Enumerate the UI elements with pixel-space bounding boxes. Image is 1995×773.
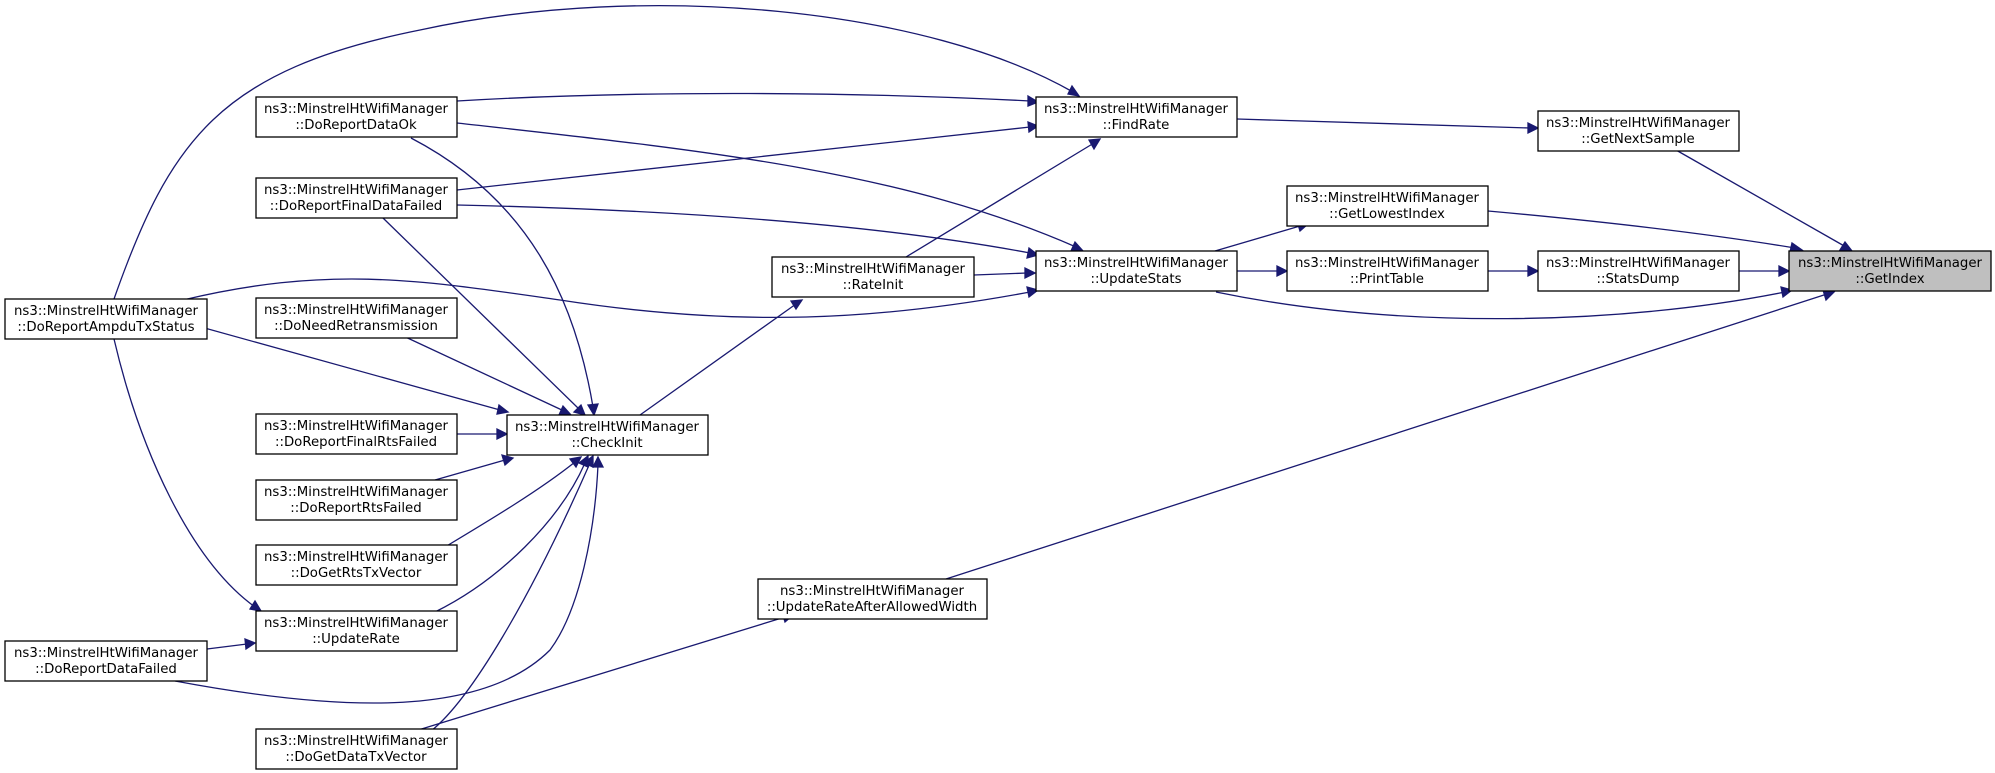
edge-findrate-to-getnextsample <box>1236 118 1540 135</box>
node-updatestats[interactable]: ns3::MinstrelHtWifiManager ::UpdateStats <box>1035 250 1238 292</box>
node-doreportampdutxstatus-line1: ns3::MinstrelHtWifiManager <box>14 304 199 319</box>
node-updaterateafterallowedwidth[interactable]: ns3::MinstrelHtWifiManager ::UpdateRateA… <box>757 578 988 620</box>
node-dogetdatatxvector-line1: ns3::MinstrelHtWifiManager <box>264 734 449 749</box>
edge-doreportfinaldatafailed-to-checkinit <box>382 217 587 416</box>
node-statsdump-line1: ns3::MinstrelHtWifiManager <box>1546 256 1731 271</box>
node-getnextsample-line2: ::GetNextSample <box>1581 132 1695 147</box>
edge-doreportdatafailed-to-updaterate <box>206 637 257 651</box>
node-doreportdataok[interactable]: ns3::MinstrelHtWifiManager ::DoReportDat… <box>255 96 458 138</box>
node-doreportfinaldatafailed[interactable]: ns3::MinstrelHtWifiManager ::DoReportFin… <box>255 177 458 219</box>
node-findrate[interactable]: ns3::MinstrelHtWifiManager ::FindRate <box>1035 96 1238 138</box>
node-printtable-line1: ns3::MinstrelHtWifiManager <box>1295 256 1480 271</box>
node-updatestats-line1: ns3::MinstrelHtWifiManager <box>1044 256 1229 271</box>
edge-doreportampdutxstatus-to-checkinit <box>182 321 510 415</box>
edge-rateinit-to-updatestats <box>973 266 1037 280</box>
node-doreportdatafailed-line1: ns3::MinstrelHtWifiManager <box>14 646 199 661</box>
node-doreportdataok-line1: ns3::MinstrelHtWifiManager <box>264 102 449 117</box>
node-getlowestindex-line2: ::GetLowestIndex <box>1329 207 1445 222</box>
node-updatestats-line2: ::UpdateStats <box>1090 272 1181 287</box>
node-rateinit-line2: ::RateInit <box>843 278 904 293</box>
edge-checkinit-to-rateinit <box>639 299 804 416</box>
node-printtable[interactable]: ns3::MinstrelHtWifiManager ::PrintTable <box>1286 250 1489 292</box>
edge-doreportdataok-to-updatestats <box>456 122 1085 252</box>
node-doneedretransmission-line1: ns3::MinstrelHtWifiManager <box>264 303 449 318</box>
node-getindex[interactable]: ns3::MinstrelHtWifiManager ::GetIndex <box>1788 250 1992 292</box>
edge-getnextsample-to-getindex <box>1675 149 1854 252</box>
node-checkinit-line1: ns3::MinstrelHtWifiManager <box>515 420 700 435</box>
node-dogetrtstxvector-line2: ::DoGetRtsTxVector <box>291 566 422 581</box>
node-getindex-line2: ::GetIndex <box>1855 272 1924 287</box>
edge-doneedretransmission-to-checkinit <box>398 333 573 416</box>
edge-getlowestindex-to-getindex <box>1487 210 1804 253</box>
edge-doreportampdutxstatus-to-updatestats <box>182 278 1040 319</box>
edge-doreportfinalrtsfailed-to-checkinit <box>457 427 509 441</box>
node-doneedretransmission[interactable]: ns3::MinstrelHtWifiManager ::DoNeedRetra… <box>255 297 458 339</box>
node-doreportrtsfailed-line1: ns3::MinstrelHtWifiManager <box>264 485 449 500</box>
node-checkinit-line2: ::CheckInit <box>571 436 642 451</box>
edge-statsdump-to-getindex <box>1739 264 1791 278</box>
node-doreportfinaldatafailed-line2: ::DoReportFinalDataFailed <box>270 199 442 214</box>
edge-updatestats-to-printtable <box>1237 264 1289 278</box>
edge-dogetrtstxvector-to-checkinit <box>444 456 583 548</box>
node-findrate-line1: ns3::MinstrelHtWifiManager <box>1044 102 1229 117</box>
edge-doreportdataok-to-checkinit <box>410 137 599 417</box>
node-updaterate[interactable]: ns3::MinstrelHtWifiManager ::UpdateRate <box>255 610 458 652</box>
node-doreportrtsfailed[interactable]: ns3::MinstrelHtWifiManager ::DoReportRts… <box>255 479 458 521</box>
node-statsdump-line2: ::StatsDump <box>1597 272 1680 287</box>
edge-dogetdatatxvector-to-checkinit <box>430 454 594 732</box>
node-findrate-line2: ::FindRate <box>1103 118 1170 133</box>
edge-updaterate-to-checkinit <box>434 454 589 613</box>
node-doreportampdutxstatus-line2: ::DoReportAmpduTxStatus <box>17 320 194 335</box>
edges <box>113 4 1854 732</box>
node-getnextsample-line1: ns3::MinstrelHtWifiManager <box>1546 116 1731 131</box>
node-printtable-line2: ::PrintTable <box>1350 272 1424 287</box>
node-dogetrtstxvector[interactable]: ns3::MinstrelHtWifiManager ::DoGetRtsTxV… <box>255 544 458 586</box>
node-doreportfinalrtsfailed-line2: ::DoReportFinalRtsFailed <box>275 435 437 450</box>
edge-updaterateafterallowedwidth-to-getindex <box>945 289 1836 580</box>
node-rateinit-line1: ns3::MinstrelHtWifiManager <box>781 262 966 277</box>
node-checkinit[interactable]: ns3::MinstrelHtWifiManager ::CheckInit <box>506 414 709 456</box>
node-doreportdatafailed-line2: ::DoReportDataFailed <box>35 662 177 677</box>
node-updaterateafterallowedwidth-line1: ns3::MinstrelHtWifiManager <box>780 584 965 599</box>
edge-doreportfinaldatafailed-to-updatestats <box>456 204 1040 259</box>
node-doreportdataok-line2: ::DoReportDataOk <box>295 118 417 133</box>
node-getnextsample[interactable]: ns3::MinstrelHtWifiManager ::GetNextSamp… <box>1537 110 1740 152</box>
node-doreportfinalrtsfailed[interactable]: ns3::MinstrelHtWifiManager ::DoReportFin… <box>255 413 458 455</box>
edge-doreportampdutxstatus-to-findrate <box>113 4 1081 300</box>
node-doreportfinalrtsfailed-line1: ns3::MinstrelHtWifiManager <box>264 419 449 434</box>
edge-doreportrtsfailed-to-checkinit <box>434 454 515 481</box>
node-doneedretransmission-line2: ::DoNeedRetransmission <box>274 319 438 334</box>
node-updaterate-line1: ns3::MinstrelHtWifiManager <box>264 616 449 631</box>
node-dogetrtstxvector-line1: ns3::MinstrelHtWifiManager <box>264 550 449 565</box>
node-rateinit[interactable]: ns3::MinstrelHtWifiManager ::RateInit <box>771 256 975 298</box>
node-getlowestindex[interactable]: ns3::MinstrelHtWifiManager ::GetLowestIn… <box>1286 185 1489 227</box>
edge-printtable-to-statsdump <box>1488 264 1540 278</box>
node-doreportdatafailed[interactable]: ns3::MinstrelHtWifiManager ::DoReportDat… <box>4 640 208 682</box>
edge-doreportdataok-to-findrate <box>456 92 1040 107</box>
node-getlowestindex-line1: ns3::MinstrelHtWifiManager <box>1295 191 1480 206</box>
node-updaterateafterallowedwidth-line2: ::UpdateRateAfterAllowedWidth <box>767 600 977 615</box>
node-statsdump[interactable]: ns3::MinstrelHtWifiManager ::StatsDump <box>1537 250 1740 292</box>
edge-updatestats-to-getindex <box>1215 286 1794 320</box>
edge-doreportampdutxstatus-to-updaterate <box>113 338 263 612</box>
nodes: ns3::MinstrelHtWifiManager ::GetIndex ns… <box>4 96 1992 770</box>
node-getindex-line1: ns3::MinstrelHtWifiManager <box>1798 256 1983 271</box>
node-dogetdatatxvector-line2: ::DoGetDataTxVector <box>285 750 427 765</box>
edge-dogetdatatxvector-to-updaterateafterallowedwidth <box>414 611 795 732</box>
edge-doreportdatafailed-to-checkinit <box>174 455 605 704</box>
node-updaterate-line2: ::UpdateRate <box>312 632 400 647</box>
node-doreportrtsfailed-line2: ::DoReportRtsFailed <box>290 501 421 516</box>
node-dogetdatatxvector[interactable]: ns3::MinstrelHtWifiManager ::DoGetDataTx… <box>255 728 458 770</box>
node-doreportfinaldatafailed-line1: ns3::MinstrelHtWifiManager <box>264 183 449 198</box>
node-doreportampdutxstatus[interactable]: ns3::MinstrelHtWifiManager ::DoReportAmp… <box>4 298 208 340</box>
